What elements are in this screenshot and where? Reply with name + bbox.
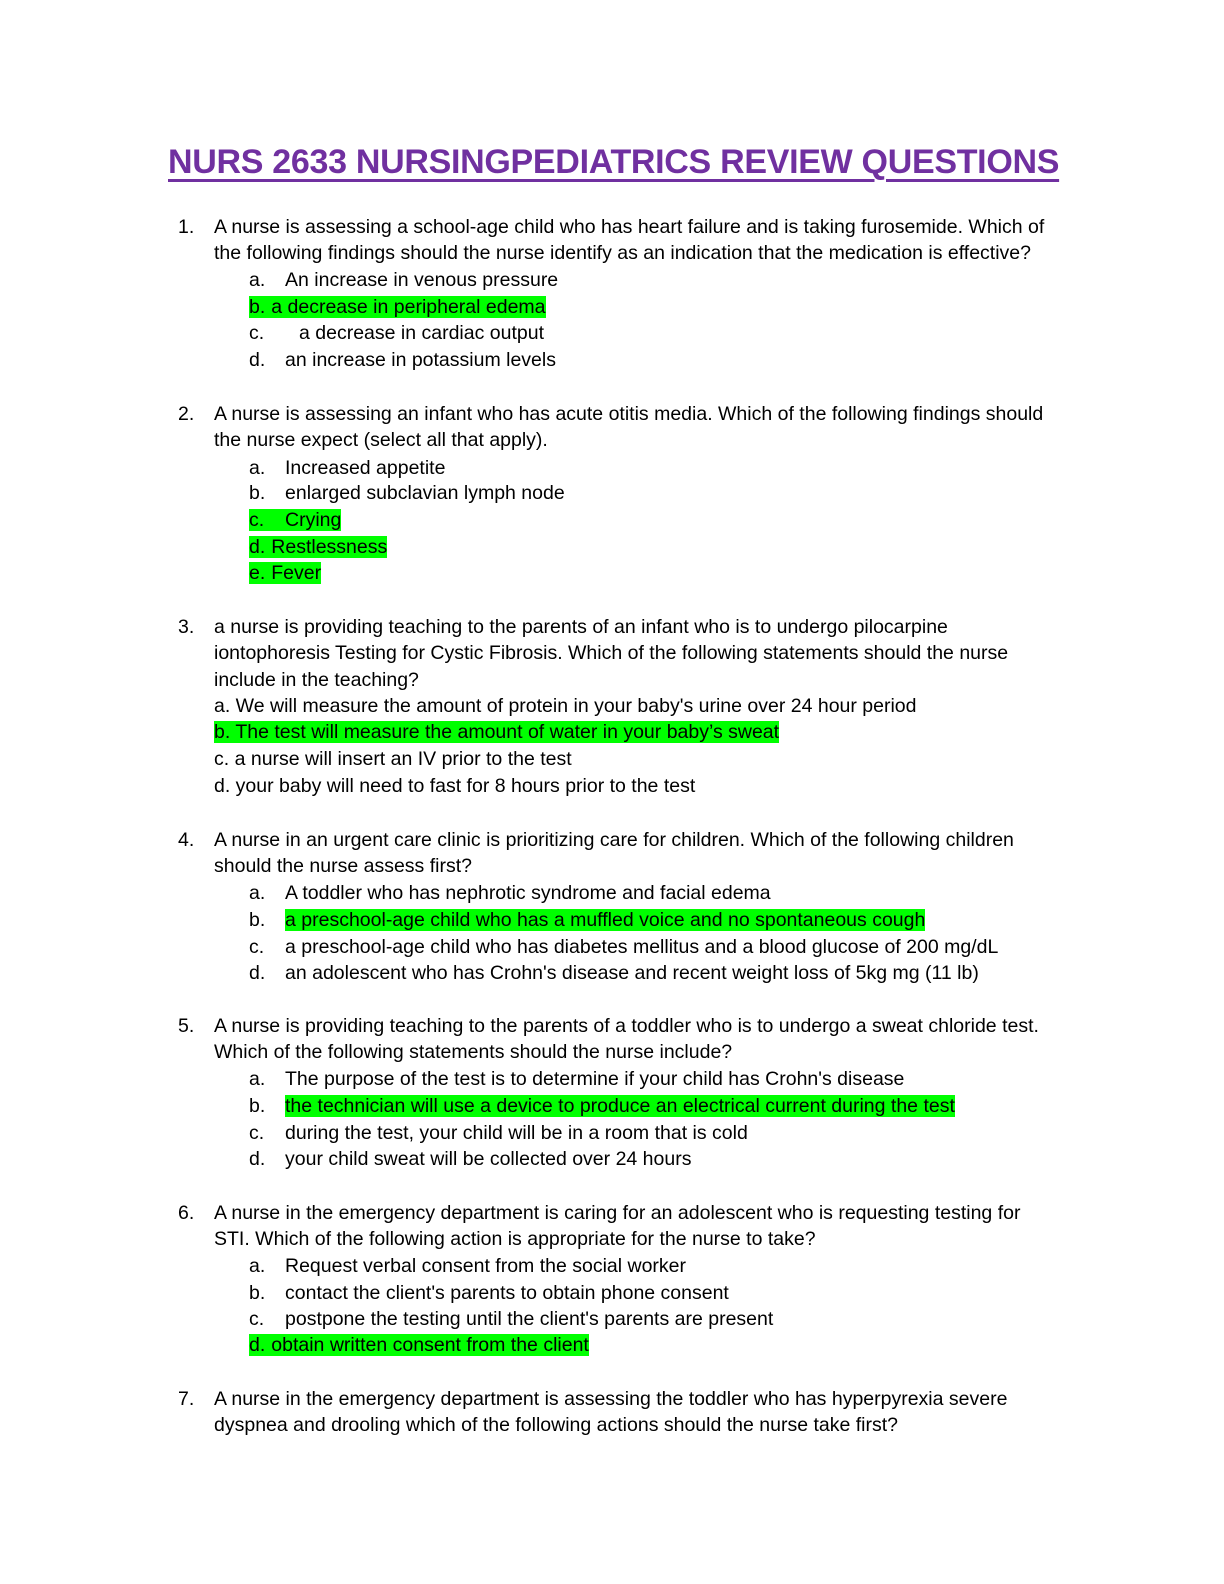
question-stem-line: Which of the following statements should… [214,1041,733,1063]
question-stem-line: a nurse is providing teaching to the par… [214,616,948,638]
answer-option: c. a nurse will insert an IV prior to th… [214,748,572,770]
question-stem-line: A nurse in the emergency department is a… [214,1388,1008,1410]
option-text: contact the client's parents to obtain p… [285,1282,729,1304]
option-text: your child sweat will be collected over … [285,1148,692,1170]
page-title: NURS 2633 NURSINGPEDIATRICS REVIEW QUEST… [168,143,1060,181]
answer-option: c. a preschool-age child who has diabetes… [249,934,998,960]
question-stem-line: include in the teaching? [214,669,419,691]
option-letter: a. [249,882,266,904]
option-text: obtain written consent from the client [271,1334,589,1356]
answer-option: d. your baby will need to fast for 8 hou… [214,775,696,797]
answer-option: c. a decrease in cardiac output [249,320,544,346]
option-letter: a. [249,269,266,291]
option-letter: b. [249,482,266,504]
option-letter: c. [249,1122,265,1144]
question-number: 4. [178,829,195,851]
option-text: A toddler who has nephrotic syndrome and… [285,882,771,904]
option-text: a preschool-age child who has a muffled … [285,909,926,931]
question-number: 7. [178,1388,195,1410]
option-letter: c. [249,936,265,958]
question-stem-line: the nurse expect (select all that apply)… [214,429,548,451]
answer-option: a. The purpose of the test is to determin… [249,1066,904,1092]
option-text: the technician will use a device to prod… [285,1095,955,1117]
option-text: a decrease in peripheral edema [271,296,546,318]
option-text: Fever [271,562,322,584]
answer-option: a. Request verbal consent from the social… [249,1253,686,1279]
option-text: an adolescent who has Crohn's disease an… [285,962,979,984]
question-stem-line: A nurse in the emergency department is c… [214,1202,1021,1224]
option-letter: c. [249,1308,265,1330]
answer-option-correct: d.Restlessness [249,534,388,560]
answer-option: a. An increase in venous pressure [249,267,558,293]
option-letter: b. [249,1282,266,1304]
option-letter: a. [249,457,266,479]
option-letter: c. [249,509,265,531]
answer-option-correct: c. Crying [249,507,342,533]
option-letter: b. [249,296,266,318]
answer-option: a. We will measure the amount of protein… [214,695,917,717]
answer-option: b. contact the client's parents to obtain… [249,1280,729,1306]
question-stem-line: the following findings should the nurse … [214,242,1031,264]
question-stem-line: should the nurse assess first? [214,855,472,877]
option-text: Request verbal consent from the social w… [285,1255,687,1277]
option-letter: c. [249,322,265,344]
option-letter: b. [249,1095,266,1117]
question-stem-line: dyspnea and drooling which of the follow… [214,1414,899,1436]
option-text: during the test, your child will be in a… [285,1122,748,1144]
option-text: Increased appetite [285,457,446,479]
option-text: b. The test will measure the amount of w… [214,721,780,743]
option-letter: d. [249,349,266,371]
answer-option: a. Increased appetite [249,455,445,481]
answer-option: b. enlarged subclavian lymph node [249,480,565,506]
option-text: an increase in potassium levels [285,349,556,371]
option-text: a decrease in cardiac output [299,322,544,344]
question-number: 3. [178,616,195,638]
option-letter: a. [249,1255,266,1277]
option-letter: d. [249,962,266,984]
option-letter: a. [249,1068,266,1090]
question-stem-line: A nurse is assessing a school-age child … [214,216,1045,238]
answer-option-correct: b. a preschool-age child who has a muffle… [249,907,926,933]
answer-option-correct: b. the technician will use a device to pr… [249,1093,955,1119]
answer-option-correct: e.Fever [249,560,322,586]
option-letter: e. [249,562,266,584]
question-number: 2. [178,403,195,425]
option-text: Crying [285,509,342,531]
answer-option-correct: b.a decrease in peripheral edema [249,294,546,320]
question-stem-line: iontophoresis Testing for Cystic Fibrosi… [214,642,1009,664]
answer-option: c. during the test, your child will be in… [249,1120,748,1146]
option-letter: d. [249,1334,266,1356]
option-text: Restlessness [271,536,388,558]
answer-option: a. A toddler who has nephrotic syndrome a… [249,880,771,906]
option-text: The purpose of the test is to determine … [285,1068,905,1090]
answer-option-correct: b. The test will measure the amount of w… [214,719,780,745]
answer-option: c. postpone the testing until the client'… [249,1306,773,1332]
answer-option-correct: d.obtain written consent from the client [249,1332,589,1358]
option-text: postpone the testing until the client's … [285,1308,774,1330]
option-text: a preschool-age child who has diabetes m… [285,936,999,958]
option-letter: b. [249,909,266,931]
question-number: 5. [178,1015,195,1037]
question-stem-line: A nurse in an urgent care clinic is prio… [214,829,1014,851]
option-letter: d. [249,1148,266,1170]
answer-option: d. an increase in potassium levels [249,347,556,373]
question-number: 1. [178,216,195,238]
question-stem-line: A nurse is providing teaching to the par… [214,1015,1039,1037]
option-text: An increase in venous pressure [285,269,559,291]
answer-option: d. your child sweat will be collected ove… [249,1146,691,1172]
question-stem-line: STI. Which of the following action is ap… [214,1228,816,1250]
option-letter: d. [249,536,266,558]
option-text: enlarged subclavian lymph node [285,482,565,504]
question-stem-line: A nurse is assessing an infant who has a… [214,403,1044,425]
question-number: 6. [178,1202,195,1224]
answer-option: d. an adolescent who has Crohn's disease … [249,960,979,986]
